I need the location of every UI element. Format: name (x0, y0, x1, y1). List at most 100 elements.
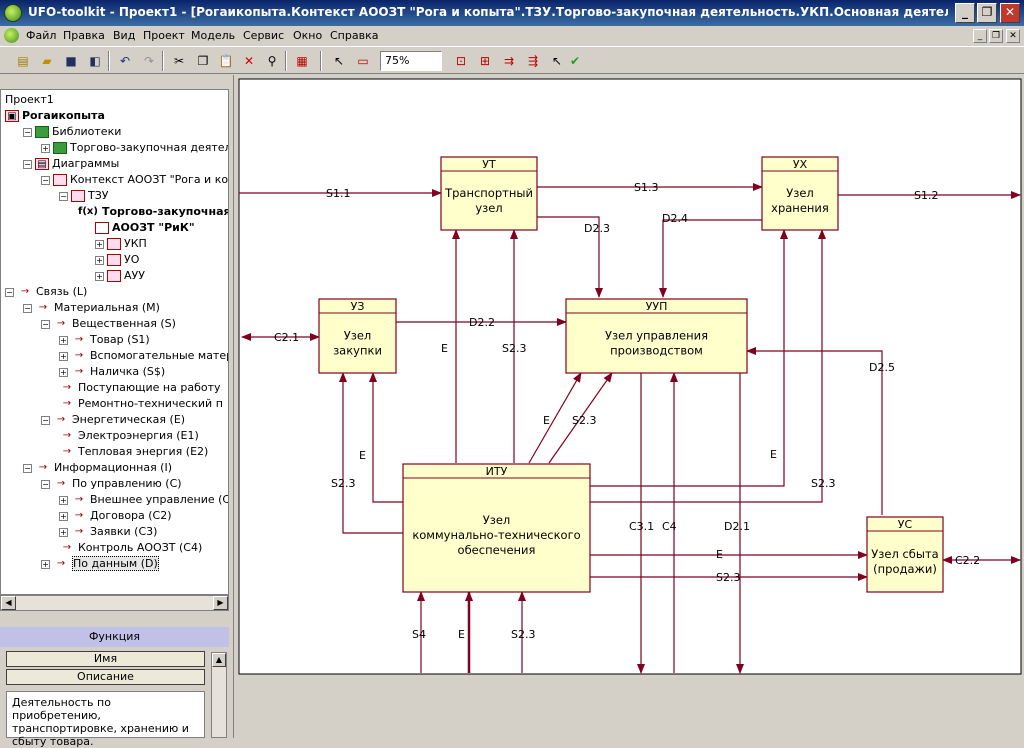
tree-item[interactable]: +→Вспомогательные матер (59, 348, 228, 364)
branch-arrow-icon[interactable]: ⇶ (527, 54, 539, 68)
mdi-minimize-button[interactable]: _ (973, 29, 987, 43)
save-icon[interactable]: ■ (65, 54, 77, 68)
description-field-label[interactable]: Описание (6, 669, 205, 685)
property-vertical-scrollbar[interactable]: ▲ (211, 652, 227, 738)
collapse-icon[interactable]: − (23, 159, 32, 169)
collapse-icon[interactable]: − (23, 303, 32, 313)
scroll-up-icon[interactable]: ▲ (212, 653, 226, 667)
tree-item[interactable]: АООЗТ "РиК" (95, 220, 195, 236)
mdi-restore-button[interactable]: ❐ (989, 29, 1003, 43)
tree-item[interactable]: +→Товар (S1) (59, 332, 150, 348)
tree-item[interactable]: Проект1 (5, 92, 54, 108)
tree-item[interactable]: +→Договора (C2) (59, 508, 172, 524)
tree-item[interactable]: +→Заявки (C3) (59, 524, 157, 540)
level-up-icon[interactable]: ⊡ (455, 54, 467, 68)
menu-project[interactable]: Проект (143, 29, 185, 42)
expand-icon[interactable]: + (41, 143, 50, 153)
tree-item[interactable]: +→По данным (D) (41, 556, 159, 572)
expand-icon[interactable]: + (59, 351, 68, 361)
collapse-icon[interactable]: − (41, 175, 50, 185)
new-project-icon[interactable]: ▤ (17, 54, 29, 68)
tree-item[interactable]: →Контроль АООЗТ (C4) (59, 540, 202, 556)
cut-icon[interactable]: ✂ (173, 54, 185, 68)
find-icon[interactable]: ⚲ (267, 54, 277, 68)
arrow-d2-4[interactable] (659, 219, 762, 298)
collapse-icon[interactable]: − (23, 127, 32, 137)
tree-item[interactable]: −→Материальная (M) (23, 300, 160, 316)
expand-icon[interactable]: + (59, 335, 68, 345)
save-all-icon[interactable]: ◧ (89, 54, 101, 68)
diagram-view-icon[interactable]: ▦ (296, 54, 308, 68)
tree-item[interactable]: −Библиотеки (23, 124, 121, 140)
node-box[interactable] (866, 516, 944, 593)
tree-item[interactable]: +АУУ (95, 268, 145, 284)
tree-item[interactable]: f(x)Торгово-закупочная д (77, 204, 228, 220)
node-box[interactable] (402, 463, 591, 593)
collapse-icon[interactable]: − (23, 463, 32, 473)
tree-item[interactable]: −→Связь (L) (5, 284, 87, 300)
tree-item[interactable]: −ТЗУ (59, 188, 108, 204)
node-box[interactable] (565, 298, 748, 374)
node-box[interactable] (761, 156, 839, 231)
function-node-itu[interactable]: ИТУУзелкоммунально-техническогообеспечен… (402, 463, 591, 593)
node-box[interactable] (318, 298, 397, 374)
menu-view[interactable]: Вид (113, 29, 136, 42)
tree-item[interactable]: −→Энергетическая (E) (41, 412, 185, 428)
tree-item[interactable]: →Ремонтно-технический п (59, 396, 223, 412)
tree-item[interactable]: +УО (95, 252, 139, 268)
expand-icon[interactable]: + (59, 367, 68, 377)
arrow-e-uz[interactable] (369, 372, 403, 503)
close-button[interactable]: ✕ (1000, 3, 1020, 23)
arrow-d2-5[interactable] (746, 347, 883, 515)
arrow-s2-3-uz[interactable] (339, 372, 403, 534)
expand-icon[interactable]: + (95, 255, 104, 265)
arrow-d2-3[interactable] (537, 216, 603, 298)
tree-item[interactable]: −→По управлению (C) (41, 476, 182, 492)
node-box[interactable] (440, 156, 538, 231)
idef0-diagram[interactable]: УТТранспортныйузелУХУзелхраненияУЗУзелза… (234, 75, 1024, 738)
open-folder-icon[interactable]: ▰ (42, 54, 52, 68)
tree-item[interactable]: −→Информационная (I) (23, 460, 172, 476)
menu-file[interactable]: Файл (26, 29, 57, 42)
tree-item[interactable]: −→Вещественная (S) (41, 316, 176, 332)
document-icon[interactable] (4, 28, 19, 43)
maximize-button[interactable]: ❐ (977, 3, 997, 23)
project-tree[interactable]: Проект1▣Рогаикопыта−Библиотеки+Торгово-з… (0, 89, 229, 595)
arrow-s2-3-uup[interactable] (548, 372, 613, 464)
connect-arrow-icon[interactable]: ⇉ (503, 54, 515, 68)
tree-item[interactable]: −▤Диаграммы (23, 156, 119, 172)
expand-icon[interactable]: + (59, 527, 68, 537)
menu-model[interactable]: Модель (191, 29, 236, 42)
arrow-e-ux[interactable] (590, 229, 788, 487)
tree-item[interactable]: +УКП (95, 236, 147, 252)
collapse-icon[interactable]: − (41, 479, 50, 489)
collapse-icon[interactable]: − (5, 287, 14, 297)
tree-item[interactable]: →Поступающие на работу (59, 380, 221, 396)
tree-horizontal-scrollbar[interactable]: ◀ ▶ (0, 595, 229, 611)
delete-icon[interactable]: ✕ (243, 54, 255, 68)
undo-icon[interactable]: ↶ (119, 54, 131, 68)
scroll-right-icon[interactable]: ▶ (213, 596, 228, 610)
arrow-e-uup[interactable] (528, 372, 582, 464)
tree-item[interactable]: →Электроэнергия (E1) (59, 428, 199, 444)
menu-edit[interactable]: Правка (63, 29, 105, 42)
scroll-left-icon[interactable]: ◀ (1, 596, 16, 610)
expand-icon[interactable]: + (41, 559, 50, 569)
description-text[interactable]: Деятельность по приобретению, транспорти… (6, 691, 205, 748)
copy-icon[interactable]: ❐ (197, 54, 209, 68)
collapse-icon[interactable]: − (41, 319, 50, 329)
collapse-icon[interactable]: − (59, 191, 68, 201)
tree-item[interactable]: +→Наличка (S$) (59, 364, 165, 380)
select-arrow-icon[interactable]: ↖ (551, 54, 563, 68)
menu-window[interactable]: Окно (293, 29, 323, 42)
tree-item[interactable]: +→Внешнее управление (C1 (59, 492, 228, 508)
collapse-icon[interactable]: − (41, 415, 50, 425)
menu-service[interactable]: Сервис (243, 29, 285, 42)
mdi-close-button[interactable]: ✕ (1006, 29, 1020, 43)
tree-item[interactable]: ▣Рогаикопыта (5, 108, 105, 124)
